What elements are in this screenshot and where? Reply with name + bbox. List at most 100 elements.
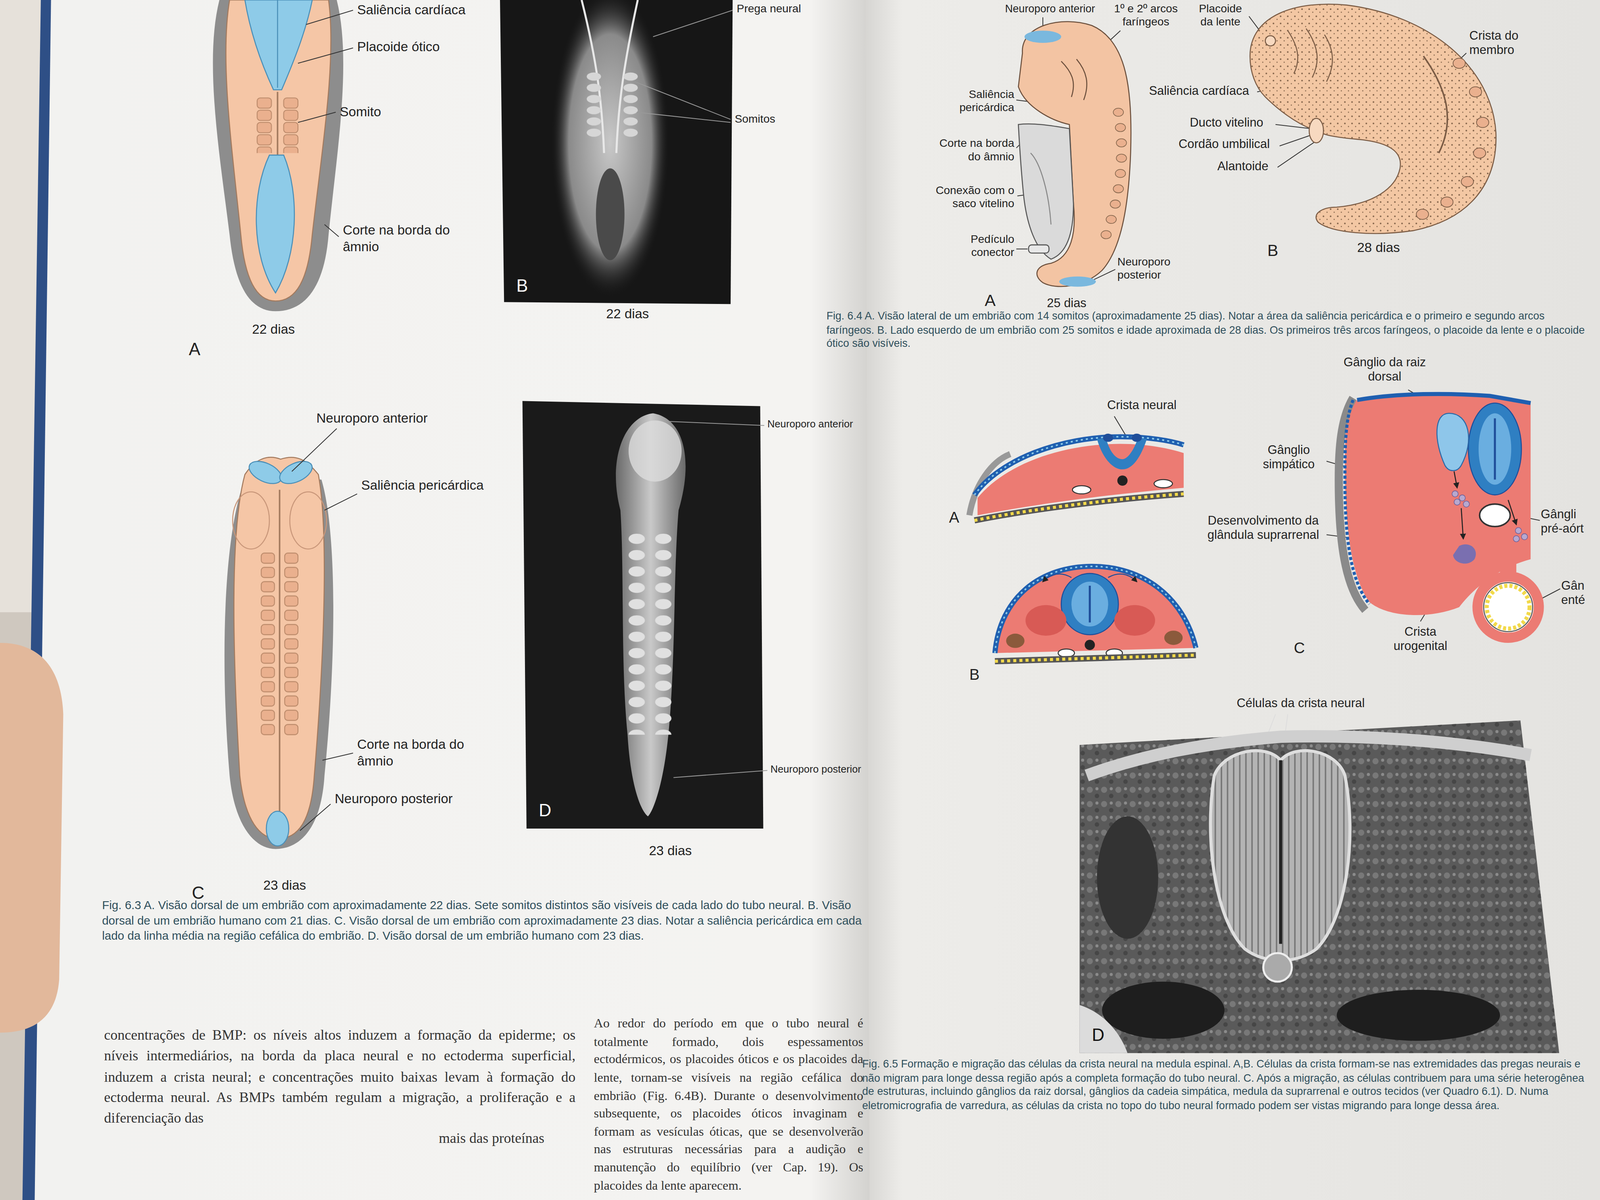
- embryo-25-days-lateral: [1059, 276, 1097, 287]
- figure-caption: Fig. 6.3 A. Visão dorsal de um embrião c…: [101, 898, 863, 944]
- neural-crest-section-b: [1005, 633, 1025, 649]
- neural-crest-section-c: [1483, 582, 1533, 632]
- neural-crest-section-c: [1338, 394, 1539, 638]
- embryo-25-days-lateral: [1110, 200, 1121, 209]
- neural-crest-section-b: [1088, 585, 1091, 623]
- embryo-25-days-lateral: [1115, 169, 1126, 178]
- neural-crest-section-b: [1108, 573, 1137, 582]
- leader-lines: [298, 48, 354, 64]
- sem-micrograph: [1096, 816, 1158, 939]
- neural-crest-section-c: [1453, 498, 1460, 505]
- part-label: Somito: [339, 103, 381, 120]
- embryo-23-days-drawing: [278, 489, 281, 812]
- age-label: 25 dias: [1046, 296, 1087, 311]
- neural-crest-section-c: [1453, 471, 1458, 488]
- embryo-25-days-lateral: [1018, 21, 1131, 287]
- figure-caption: Fig. 6.5 Formação e migração das células…: [862, 1057, 1593, 1113]
- neural-crest-section-c: [1436, 413, 1469, 471]
- embryo-25-days-lateral: [1105, 215, 1117, 224]
- sem-micrograph: [1079, 720, 1560, 1053]
- neural-crest-section-c: [1451, 490, 1528, 543]
- embryo-25-days-lateral: [1028, 244, 1049, 254]
- neural-crest-section-c: [1453, 544, 1476, 564]
- embryo-28-days-lateral: [1265, 35, 1276, 47]
- panel-letter: B: [1267, 240, 1279, 261]
- neural-crest-section-c: [1494, 418, 1497, 480]
- embryo-22-days-drawing: [225, 0, 331, 302]
- embryo-28-days-lateral: [1461, 176, 1474, 187]
- embryo-23-days-drawing: [224, 456, 334, 849]
- part-label: Saliência cardíaca: [357, 1, 466, 18]
- neural-crest-section-b: [994, 566, 1197, 654]
- leader-lines: [1114, 416, 1127, 437]
- embryo-22-days-drawing: [244, 0, 313, 90]
- photo-background: [865, 0, 1600, 1200]
- embryo-22-days-drawing: [276, 91, 279, 155]
- neural-crest-section-a: [974, 436, 1184, 496]
- embryo-25-days-lateral: [1113, 184, 1124, 193]
- age-label: 22 dias: [251, 321, 295, 338]
- part-label: Neuroporo posterior: [1117, 255, 1191, 283]
- embryo-23-days-photo: [624, 530, 676, 735]
- embryo-25-days-lateral: [1101, 108, 1127, 239]
- photo-background: [30, 0, 870, 1200]
- leader-lines: [300, 803, 331, 831]
- neural-crest-section-a: [974, 436, 1184, 496]
- neural-crest-section-a: [1131, 433, 1143, 443]
- photo-panel: B: [503, 1, 729, 302]
- neural-crest-section-b: [994, 655, 1197, 662]
- leader-lines: [322, 753, 354, 761]
- age-label: 23 dias: [648, 842, 692, 859]
- neural-crest-section-b: [1071, 581, 1109, 627]
- panel-letter: A: [188, 339, 201, 361]
- leader-lines: [291, 428, 337, 472]
- body-text: Ao redor do período em que o tubo neural…: [594, 1015, 864, 1196]
- embryo-23-days-drawing: [232, 491, 270, 549]
- leader-lines: [668, 421, 765, 426]
- neural-crest-section-a: [1117, 475, 1128, 486]
- part-label: Cordão umbilical: [1178, 136, 1270, 152]
- embryo-23-days-drawing: [289, 491, 327, 549]
- neural-crest-section-b: [1025, 605, 1067, 636]
- part-label: Saliência pericárdica: [934, 87, 1015, 115]
- embryo-23-days-drawing: [245, 456, 285, 489]
- embryo-22-days-photo: [551, 0, 670, 299]
- age-label: 28 dias: [1357, 239, 1400, 256]
- neural-crest-section-c: [1344, 400, 1370, 604]
- neural-crest-section-c: [1508, 500, 1517, 525]
- sem-micrograph: [1336, 989, 1500, 1041]
- embryo-28-days-lateral: [1476, 117, 1489, 128]
- embryo-25-days-lateral: [1024, 30, 1062, 43]
- leader-lines: [298, 112, 336, 123]
- embryo-22-days-photo: [500, 0, 733, 304]
- part-label: Ducto vitelino: [1189, 115, 1264, 131]
- part-label: Desenvolvimento da glândula suprarrenal: [1201, 513, 1325, 543]
- embryo-25-days-lateral: [1061, 59, 1087, 100]
- embryo-28-days-lateral: [1423, 55, 1448, 153]
- panel-letter: A: [948, 508, 960, 527]
- embryo-25-days-lateral: [1018, 123, 1074, 260]
- neural-crest-section-c: [1461, 508, 1464, 539]
- embryo-23-days-drawing: [266, 811, 289, 846]
- sem-micrograph: [1079, 1005, 1128, 1054]
- part-label: Pedículo conector: [953, 232, 1015, 260]
- panel-letter: B: [514, 276, 530, 297]
- sem-micrograph: [1210, 750, 1350, 961]
- leader-lines: [324, 224, 339, 237]
- embryo-25-days-lateral: [1018, 21, 1131, 287]
- leader-lines: [1016, 248, 1028, 250]
- embryo-22-days-photo: [583, 71, 641, 139]
- embryo-28-days-lateral: [1416, 209, 1429, 220]
- part-label: Somitos: [734, 112, 775, 126]
- figure-caption: Fig. 6.4 A. Visão lateral de um embrião …: [826, 309, 1593, 351]
- sem-micrograph: [1079, 720, 1560, 1053]
- photo-panel: D: [1079, 722, 1558, 1052]
- photo-panel: D: [526, 405, 762, 827]
- sem-micrograph: [1101, 981, 1225, 1039]
- neural-crest-section-b: [1164, 630, 1183, 645]
- leader-lines: [653, 10, 733, 37]
- part-label: 1º e 2º arcos faríngeos: [1103, 1, 1188, 29]
- leader-lines: [673, 770, 768, 778]
